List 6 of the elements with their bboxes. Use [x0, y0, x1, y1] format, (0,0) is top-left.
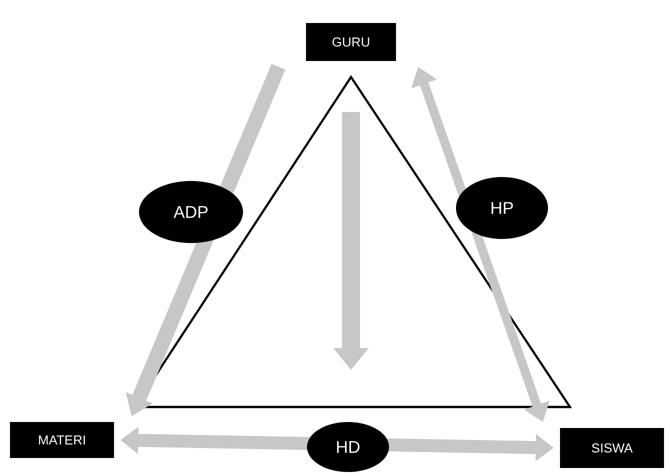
edge-label: HP [456, 177, 548, 239]
label-box: SISWA [560, 428, 664, 468]
edge-label: HD [307, 422, 389, 472]
label-box: MATERI [10, 422, 114, 458]
edge-label: ADP [139, 181, 243, 243]
label-box: GURU [306, 23, 396, 61]
